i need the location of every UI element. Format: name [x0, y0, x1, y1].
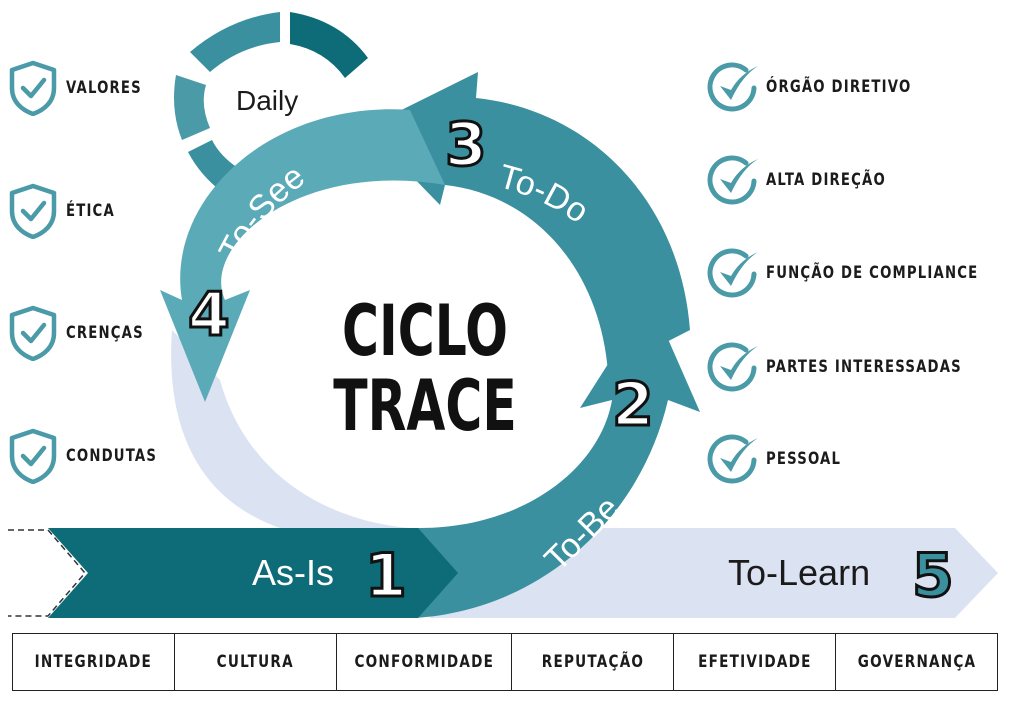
footer-cell-label: CULTURA: [216, 652, 294, 672]
footer-cell-label: EFETIVIDADE: [697, 652, 812, 672]
stage-number-2: 2: [612, 370, 654, 440]
stakeholder-item-label: ALTA DIREÇÃO: [766, 170, 886, 190]
shield-check-icon: [8, 305, 58, 362]
value-item: ÉTICA: [8, 183, 129, 240]
stakeholder-item: ALTA DIREÇÃO: [704, 151, 920, 209]
circle-check-icon: [704, 338, 762, 396]
to-learn-label: To-Learn: [728, 552, 870, 593]
as-is-label: As-Is: [252, 552, 334, 593]
to-be-arrow: [415, 298, 700, 618]
stakeholder-item: PESSOAL: [704, 430, 862, 488]
circle-check-icon: [704, 151, 762, 209]
stakeholder-item: ÓRGÃO DIRETIVO: [704, 58, 952, 116]
circle-check-icon: [704, 244, 762, 302]
footer-cell: CULTURA: [175, 634, 337, 690]
to-do-arrow: [365, 72, 690, 372]
stakeholder-item: PARTES INTERESSADAS: [704, 338, 1017, 396]
stage-number-5: 5: [912, 541, 954, 611]
footer-cell-label: INTEGRIDADE: [34, 652, 153, 672]
value-item-label: ÉTICA: [66, 201, 115, 221]
value-item-label: VALORES: [66, 78, 142, 98]
daily-label: Daily: [236, 85, 298, 116]
stage-number-1: 1: [365, 541, 407, 611]
footer-pillars: INTEGRIDADE CULTURA CONFORMIDADE REPUTAÇÃO E…: [12, 633, 998, 691]
footer-cell-label: CONFORMIDADE: [354, 652, 494, 672]
value-item-label: CRENÇAS: [66, 323, 144, 343]
as-is-arrow: [48, 528, 458, 618]
footer-cell-label: GOVERNANÇA: [857, 652, 976, 672]
shield-check-icon: [8, 60, 58, 117]
footer-cell: REPUTAÇÃO: [512, 634, 675, 690]
stakeholder-item-label: PARTES INTERESSADAS: [766, 357, 962, 377]
stakeholder-item: FUNÇÃO DE COMPLIANCE: [704, 244, 1024, 302]
value-item: CRENÇAS: [8, 305, 166, 362]
stage-number-4: 4: [188, 280, 230, 350]
circle-check-icon: [704, 58, 762, 116]
pale-ring-segment: [171, 330, 410, 528]
stage-number-3: 3: [445, 110, 487, 180]
stakeholder-item-label: ÓRGÃO DIRETIVO: [766, 77, 912, 97]
footer-cell: EFETIVIDADE: [674, 634, 837, 690]
daily-cycle-ring: [174, 12, 368, 192]
footer-cell-label: REPUTAÇÃO: [541, 652, 644, 672]
center-disc: [265, 205, 585, 525]
footer-cell: INTEGRIDADE: [13, 634, 175, 690]
center-title-line1: CICLO: [342, 291, 508, 372]
value-item-label: CONDUTAS: [66, 446, 158, 466]
to-see-arrow: [160, 109, 445, 402]
footer-cell: CONFORMIDADE: [337, 634, 513, 690]
circle-check-icon: [704, 430, 762, 488]
stakeholder-item-label: PESSOAL: [766, 449, 842, 469]
center-title-line2: TRACE: [333, 366, 517, 447]
value-item: CONDUTAS: [8, 428, 183, 485]
stakeholder-item-label: FUNÇÃO DE COMPLIANCE: [766, 263, 979, 283]
shield-check-icon: [8, 428, 58, 485]
value-item: VALORES: [8, 60, 163, 117]
footer-cell: GOVERNANÇA: [836, 634, 997, 690]
shield-check-icon: [8, 183, 58, 240]
